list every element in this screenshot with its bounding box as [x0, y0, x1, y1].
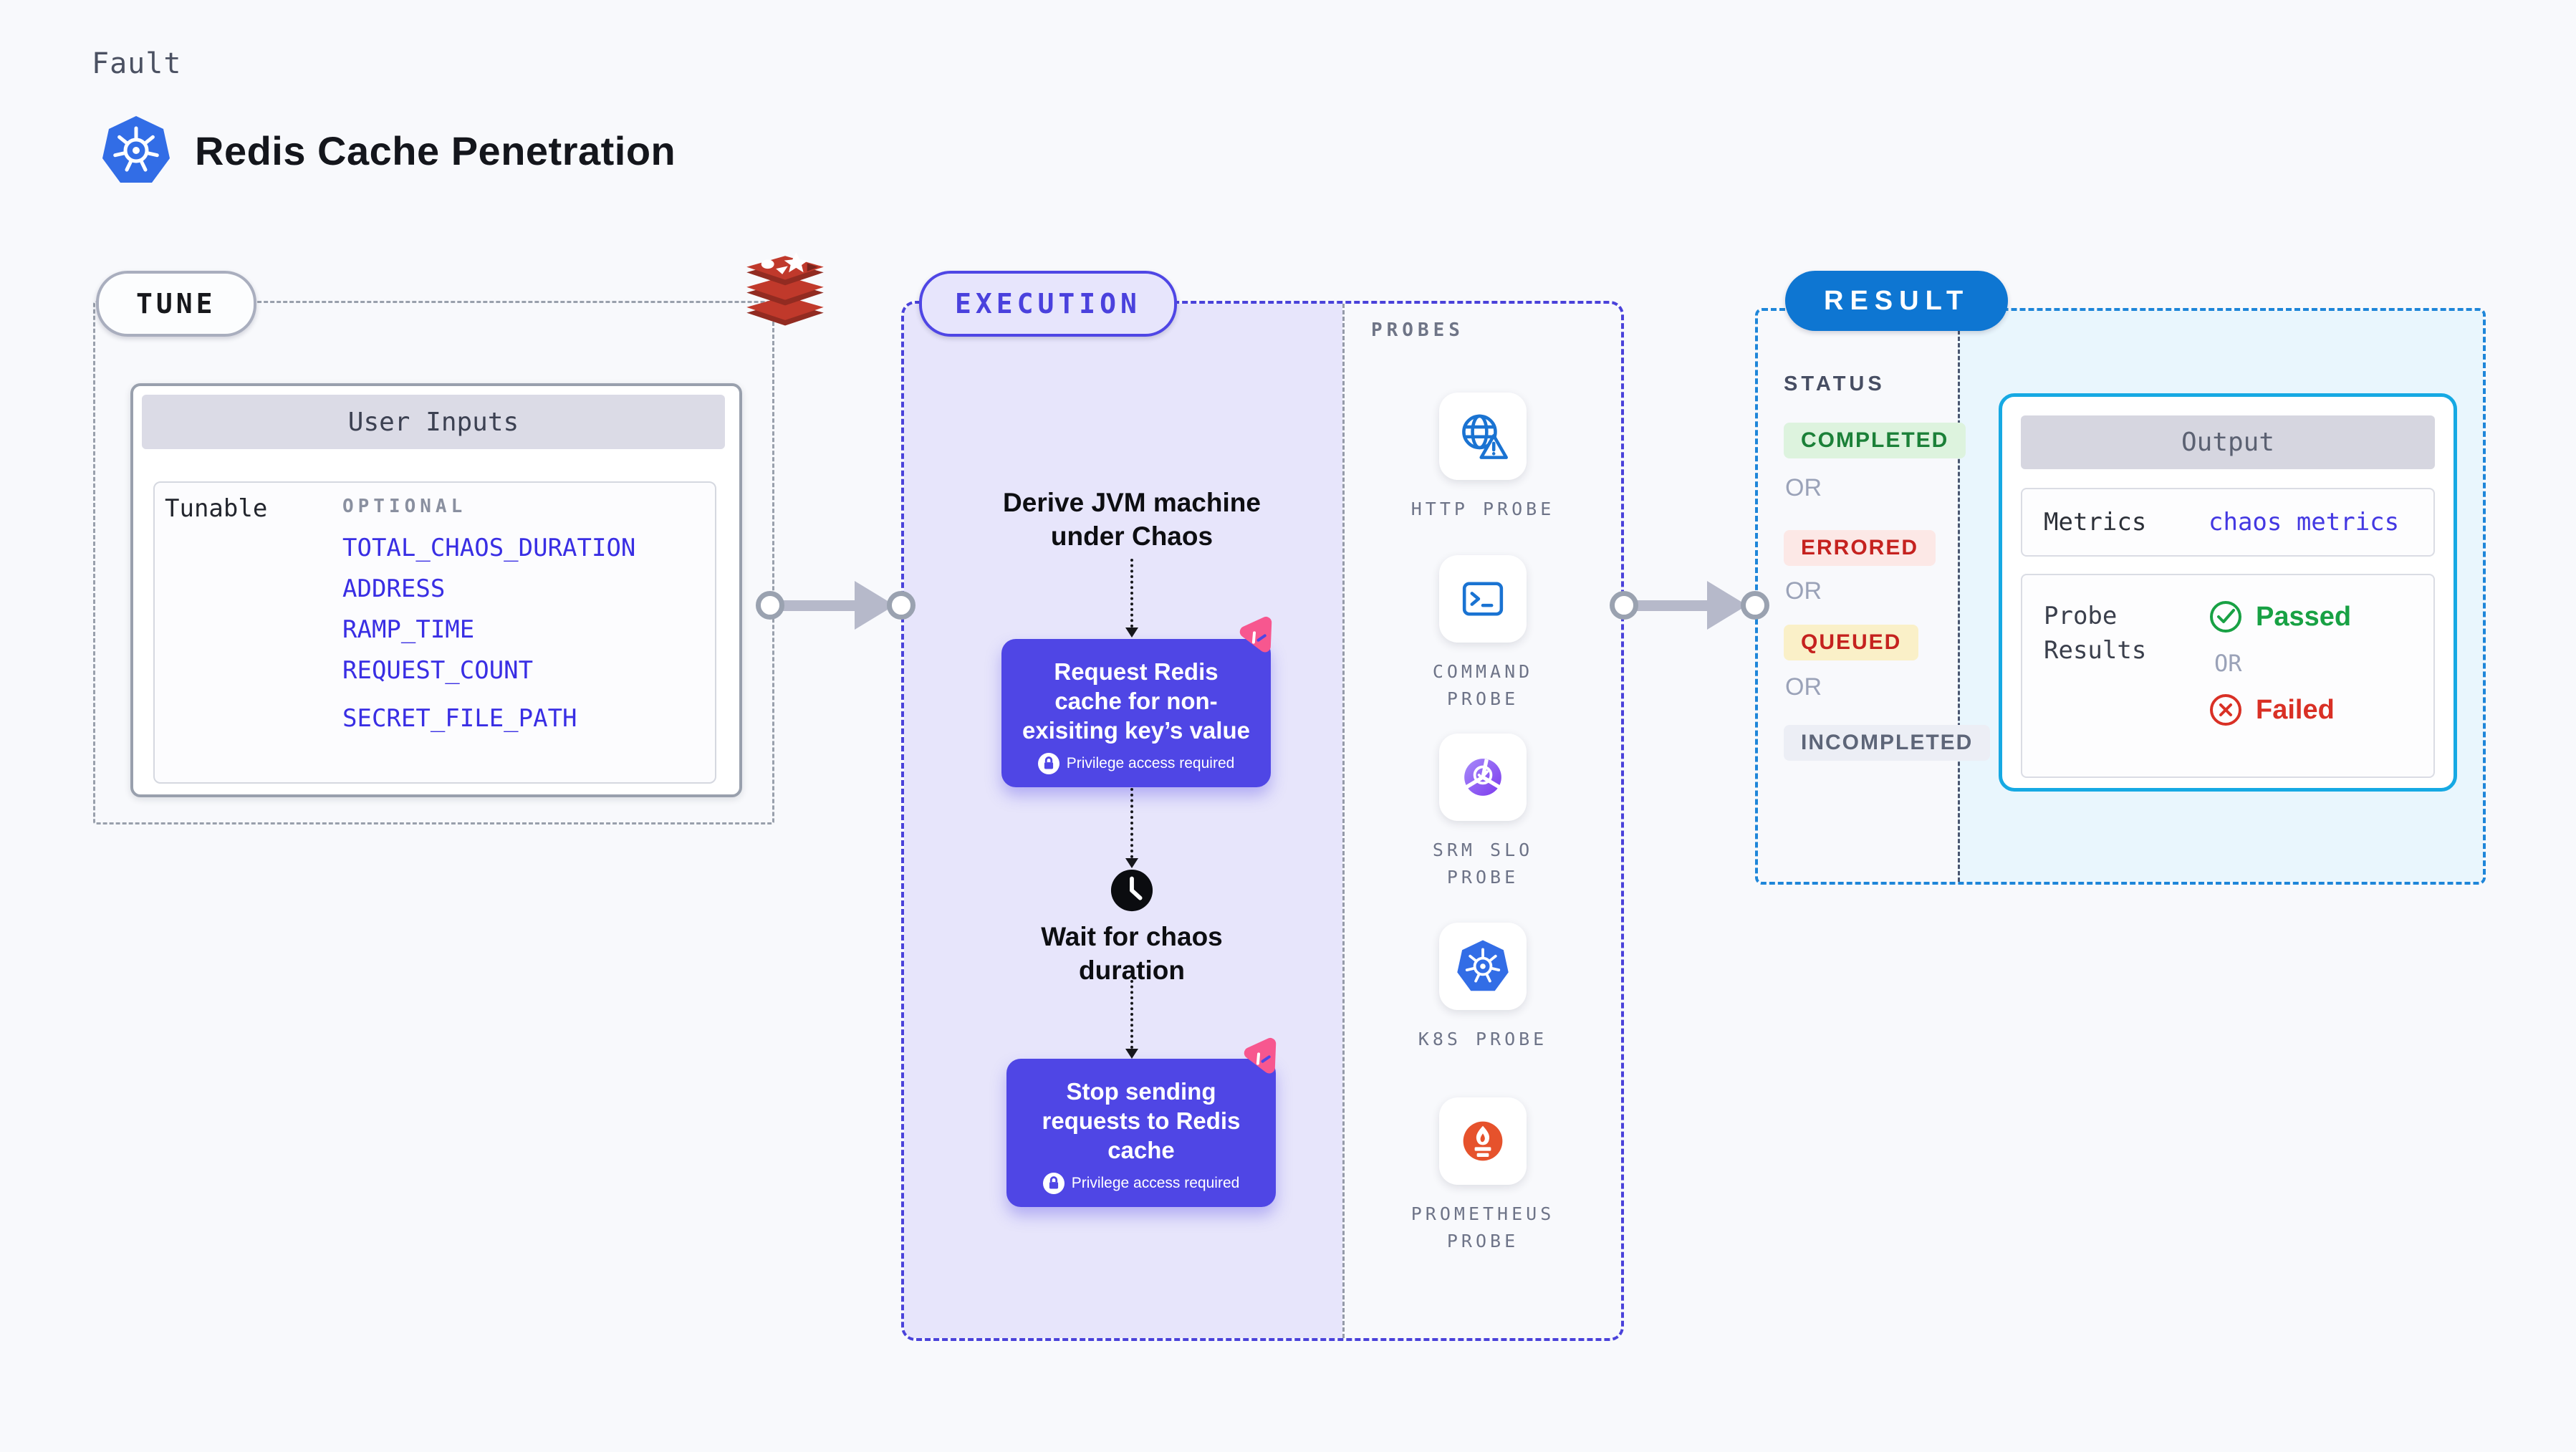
check-circle-icon [2210, 601, 2241, 633]
probe-label: COMMAND PROBE [1432, 661, 1534, 709]
flow-arrowhead-2 [1125, 858, 1138, 868]
metrics-label: Metrics [2044, 508, 2147, 537]
flow-arrowhead-3 [1125, 1049, 1138, 1059]
execution-connector-node-left [887, 591, 915, 620]
probe-command: COMMAND PROBE [1383, 555, 1583, 712]
status-badge-incompleted: INCOMPLETED [1784, 725, 1991, 761]
output-card: Output Metrics chaos metrics Probe Resul… [1999, 393, 2457, 792]
param-total-chaos-duration[interactable]: TOTAL_CHAOS_DURATION [342, 534, 636, 562]
step-wait-title: Wait for chaos duration [1041, 922, 1223, 986]
probes-divider [1342, 304, 1345, 1338]
terminal-icon [1462, 582, 1504, 616]
tune-to-execution-line [770, 600, 856, 611]
probe-label: K8S PROBE [1418, 1029, 1548, 1049]
status-badge-errored: ERRORED [1784, 530, 1936, 566]
probe-card-command[interactable] [1439, 555, 1527, 643]
chaos-metrics-link[interactable]: chaos metrics [2209, 508, 2400, 537]
step-derive-title: Derive JVM machine under Chaos [1003, 488, 1261, 552]
clock-icon [1110, 869, 1153, 912]
metrics-row: Metrics chaos metrics [2021, 488, 2435, 557]
probe-k8s: K8S PROBE [1383, 923, 1583, 1053]
or-label: OR [1785, 673, 1822, 701]
privilege-note-text: Privilege access required [1071, 1174, 1240, 1191]
execution-to-result-arrowhead [1707, 581, 1747, 630]
redis-icon [746, 252, 824, 326]
result-badge: RESULT [1785, 271, 2009, 331]
prometheus-icon [1463, 1121, 1503, 1161]
execution-connector-node-right [1610, 591, 1638, 620]
title-row: Redis Cache Penetration [100, 113, 676, 188]
param-list: TOTAL_CHAOS_DURATION ADDRESS RAMP_TIME R… [342, 534, 635, 745]
probe-card-srm-slo[interactable] [1439, 734, 1527, 821]
probe-results-label: Probe Results [2044, 602, 2147, 665]
step-request-redis-text: Request Redis cache for non- exisiting k… [1022, 658, 1250, 744]
probe-card-http[interactable] [1439, 393, 1527, 480]
passed-verdict: Passed [2209, 600, 2351, 634]
tunable-label: Tunable [165, 494, 268, 523]
flow-arrow-2 [1130, 788, 1133, 858]
kubernetes-icon [102, 116, 170, 183]
slo-gauge-icon [1464, 759, 1501, 796]
or-label: OR [1785, 577, 1822, 605]
failed-verdict: Failed [2209, 693, 2351, 727]
status-label: STATUS [1784, 372, 1885, 395]
privilege-note-text: Privilege access required [1066, 754, 1235, 771]
lock-icon [1042, 1172, 1064, 1194]
probe-srm-slo: SRM SLO PROBE [1383, 734, 1583, 890]
probe-label: PROMETHEUS PROBE [1410, 1203, 1555, 1251]
probe-results-row: Probe Results Passed OR Faile [2021, 574, 2435, 778]
privilege-note-row: Privilege access required [1024, 1172, 1259, 1194]
probe-prometheus: PROMETHEUS PROBE [1383, 1097, 1583, 1254]
execution-to-result-line [1624, 600, 1708, 611]
user-inputs-title: User Inputs [142, 395, 725, 449]
lock-icon [1037, 752, 1059, 774]
probe-http: HTTP PROBE [1383, 393, 1583, 523]
param-secret-file-path[interactable]: SECRET_FILE_PATH [342, 704, 577, 733]
flow-arrow-3 [1130, 980, 1133, 1049]
param-ramp-time[interactable]: RAMP_TIME [342, 615, 475, 644]
probe-card-k8s[interactable] [1439, 923, 1527, 1010]
failed-label: Failed [2256, 694, 2335, 725]
tune-connector-node [756, 591, 784, 620]
execution-badge: EXECUTION [919, 271, 1177, 337]
tune-section [93, 301, 774, 824]
step-stop-requests-text: Stop sending requests to Redis cache [1042, 1078, 1241, 1163]
globe-alert-icon [1462, 414, 1508, 459]
probe-card-prometheus[interactable] [1439, 1097, 1527, 1185]
fault-kicker: Fault [92, 47, 182, 80]
probe-label: HTTP PROBE [1410, 499, 1555, 519]
output-title: Output [2021, 415, 2435, 469]
page-title: Redis Cache Penetration [195, 128, 676, 173]
privilege-note-row: Privilege access required [1019, 752, 1254, 774]
chaos-experiment-icon [1244, 1037, 1277, 1074]
param-address[interactable]: ADDRESS [342, 574, 446, 603]
verdicts: Passed OR Failed [2209, 600, 2351, 727]
probes-label: PROBES [1371, 319, 1464, 341]
status-divider [1958, 311, 1960, 882]
chaos-experiment-icon [1239, 616, 1272, 653]
status-badge-completed: COMPLETED [1784, 423, 1966, 458]
step-request-redis-box: Request Redis cache for non- exisiting k… [1001, 639, 1271, 787]
optional-label: OPTIONAL [342, 496, 467, 517]
status-badge-queued: QUEUED [1784, 625, 1919, 660]
flow-arrow-1 [1130, 559, 1133, 628]
or-label: OR [2214, 650, 2242, 677]
step-stop-requests-box: Stop sending requests to Redis cache Pri… [1006, 1059, 1276, 1207]
result-connector-node [1741, 591, 1769, 620]
passed-label: Passed [2256, 601, 2352, 632]
or-label: OR [1785, 474, 1822, 501]
probe-label: SRM SLO PROBE [1432, 840, 1534, 888]
param-request-count[interactable]: REQUEST_COUNT [342, 656, 534, 685]
flow-arrowhead-1 [1125, 628, 1138, 638]
user-inputs-body [153, 481, 716, 784]
kubernetes-icon [1457, 940, 1509, 991]
tune-badge: TUNE [96, 271, 256, 337]
x-circle-icon [2210, 694, 2241, 726]
